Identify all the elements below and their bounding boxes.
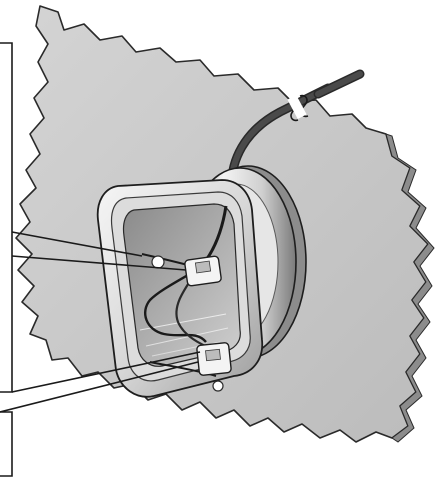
leader-lines <box>0 42 201 477</box>
leader-bottom-2 <box>0 361 199 413</box>
leader-bracket-upper <box>0 42 13 393</box>
leader-bracket-lower <box>0 411 13 477</box>
leader-top-2 <box>11 255 187 271</box>
mounting-box-icon <box>96 179 264 398</box>
leader-top <box>11 231 143 257</box>
connector-icon <box>151 255 232 392</box>
leader-bottom <box>11 351 201 393</box>
